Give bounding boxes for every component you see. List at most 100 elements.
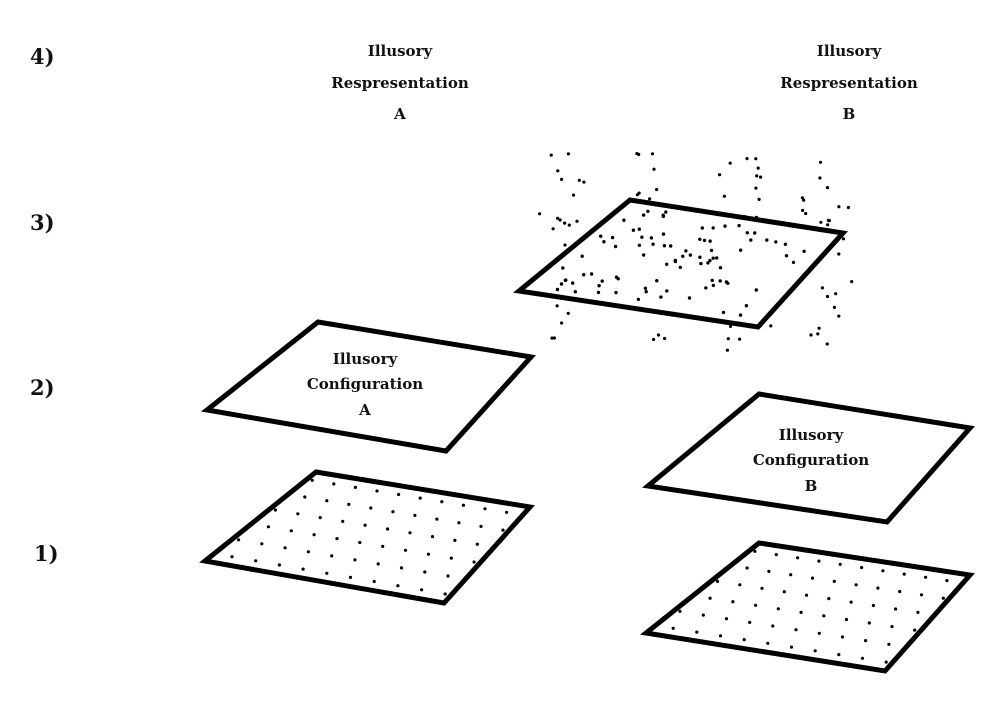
texture-dot — [864, 639, 868, 643]
texture-dot — [651, 242, 655, 246]
configuration-b-line2: Configuration — [753, 451, 869, 469]
texture-dot — [759, 175, 763, 179]
texture-dot — [637, 243, 642, 247]
texture-dot — [577, 178, 581, 182]
texture-dot — [755, 174, 759, 178]
texture-dot — [782, 590, 786, 594]
texture-dot — [924, 575, 928, 579]
texture-dot — [881, 569, 885, 573]
texture-dot — [704, 286, 708, 290]
texture-dot — [757, 197, 761, 201]
texture-dot — [381, 544, 385, 549]
texture-dot — [769, 324, 773, 328]
texture-dot — [844, 617, 849, 622]
texture-dot — [413, 513, 417, 518]
texture-dot — [563, 243, 567, 247]
texture-dot — [449, 556, 453, 560]
texture-dot — [665, 289, 669, 293]
texture-dot — [573, 290, 577, 294]
texture-dot — [745, 231, 749, 235]
texture-dot — [804, 211, 808, 216]
texture-dot — [656, 333, 661, 337]
configuration-b-line1: Illusory — [779, 426, 845, 444]
representation-a-line3: A — [393, 105, 406, 123]
texture-dot — [698, 237, 702, 241]
texture-dot — [635, 193, 640, 197]
texture-dot — [408, 531, 412, 535]
texture-dot — [753, 231, 757, 235]
texture-dot — [708, 239, 712, 243]
texture-dot — [563, 221, 567, 225]
texture-dot — [669, 244, 673, 248]
texture-dot — [708, 596, 712, 600]
representation-b-line3: B — [843, 105, 856, 123]
texture-dot — [637, 152, 641, 156]
texture-dot — [330, 554, 334, 558]
texture-dot — [332, 482, 336, 486]
texture-dot — [567, 223, 571, 227]
texture-dot — [766, 641, 770, 645]
texture-dot — [699, 261, 703, 266]
texture-dot — [372, 579, 376, 584]
texture-dot — [826, 218, 831, 222]
texture-dot — [446, 574, 450, 578]
texture-dot — [391, 510, 395, 514]
texture-dot — [867, 621, 871, 625]
texture-dot — [681, 254, 685, 258]
texture-dot — [854, 583, 858, 587]
texture-dot — [754, 157, 758, 161]
texture-dot — [664, 210, 668, 214]
texture-dot — [715, 256, 719, 260]
texture-dot — [825, 342, 829, 346]
texture-dot — [799, 610, 803, 615]
texture-dot — [671, 626, 675, 630]
texture-dot — [435, 517, 439, 521]
texture-dot — [646, 209, 650, 213]
level-1-dotted-plane-b — [640, 540, 975, 674]
texture-dot — [802, 198, 806, 202]
texture-dot — [718, 173, 722, 177]
texture-dot — [817, 631, 821, 635]
texture-dot — [894, 607, 898, 611]
texture-dot — [505, 510, 509, 514]
texture-dot — [700, 226, 704, 230]
texture-dot — [765, 238, 769, 242]
texture-dot — [822, 614, 826, 618]
texture-dot — [841, 237, 846, 241]
configuration-a-label: Illusory Configuration A — [307, 350, 423, 419]
texture-dot — [784, 254, 789, 258]
level-3-label: 3) — [30, 210, 55, 235]
texture-dot — [555, 304, 559, 308]
configuration-a-line1: Illusory — [333, 350, 399, 368]
texture-dot — [801, 208, 805, 212]
texture-dot — [721, 310, 726, 315]
texture-dot — [376, 562, 380, 566]
texture-dot — [453, 538, 457, 543]
texture-dot — [644, 290, 648, 294]
texture-dot — [347, 502, 351, 506]
texture-dot — [754, 186, 758, 190]
texture-dot — [363, 523, 367, 527]
texture-dot — [890, 625, 894, 629]
texture-dot — [303, 495, 307, 499]
texture-dot — [711, 256, 715, 260]
configuration-b-label: Illusory Configuration B — [753, 426, 869, 495]
texture-dot — [312, 533, 316, 537]
configuration-b-plane — [642, 391, 975, 525]
texture-dot — [789, 573, 793, 577]
texture-dot — [538, 212, 542, 216]
texture-dot — [558, 218, 562, 222]
texture-dot — [652, 337, 656, 342]
texture-dot — [663, 336, 667, 341]
texture-dot — [551, 227, 555, 231]
texture-dot — [457, 521, 461, 525]
texture-dot — [655, 187, 659, 192]
texture-dot — [698, 255, 702, 259]
texture-dot — [860, 656, 865, 660]
texture-dot — [550, 336, 554, 340]
texture-dot — [825, 294, 830, 299]
texture-dot — [341, 519, 345, 524]
texture-dot — [818, 176, 822, 180]
texture-dot — [440, 500, 444, 504]
texture-dot — [819, 220, 823, 224]
